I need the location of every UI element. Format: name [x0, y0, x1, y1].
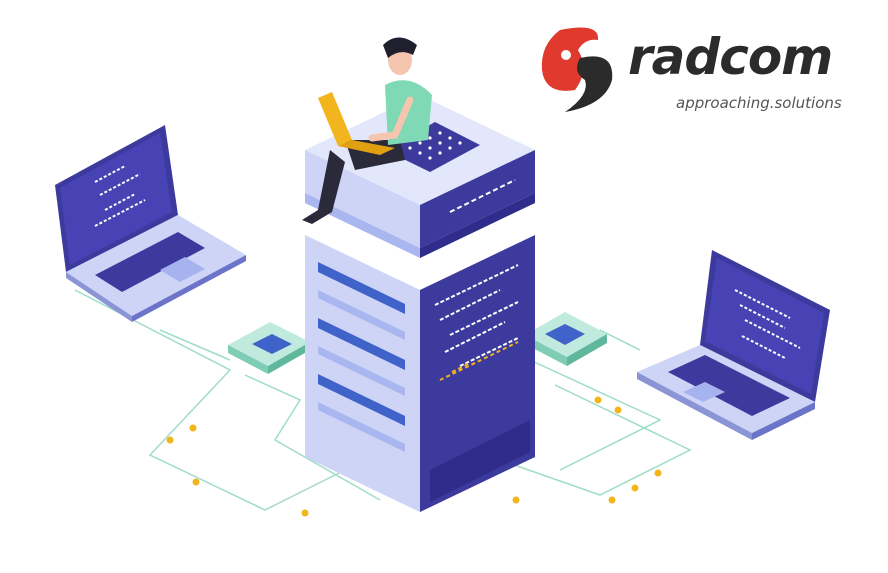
person-with-laptop: [302, 37, 432, 224]
laptop-left: [55, 125, 246, 322]
chip-left: [228, 322, 310, 374]
network-lines: [74, 289, 692, 511]
chip-right: [525, 312, 607, 366]
laptop-right: [637, 250, 830, 440]
connection-dots: [166, 396, 662, 517]
logo-tagline: approaching.solutions: [676, 94, 842, 112]
radcom-logo-mark: [541, 27, 613, 112]
server-tower: [305, 95, 535, 512]
logo-wordmark: radcom: [628, 28, 833, 86]
